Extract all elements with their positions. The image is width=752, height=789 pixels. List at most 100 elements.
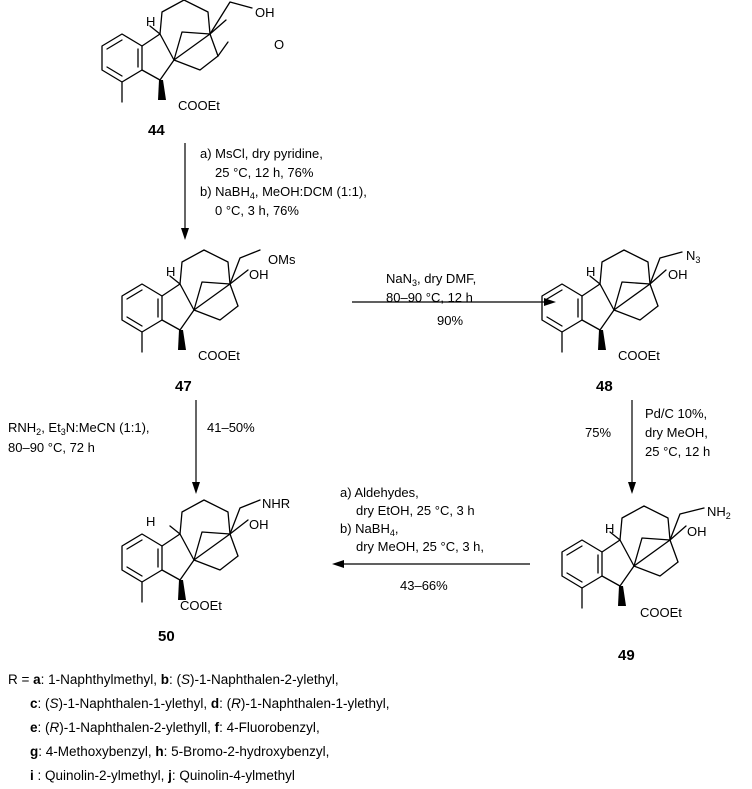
legend-sep: : <box>33 768 46 783</box>
atom-nhr-50: NHR <box>262 496 290 511</box>
cond-47-50-yield: 41–50% <box>207 420 255 435</box>
atom-cooet-44: COOEt <box>178 98 220 113</box>
cond-44-47-line1: a) MsCl, dry pyridine, <box>200 146 323 161</box>
legend-prefix: R = <box>8 672 34 687</box>
atom-h-50: H <box>146 514 155 529</box>
legend-line-4: g: 4-Methoxybenzyl, h: 5-Bromo-2-hydroxy… <box>30 744 329 759</box>
legend-stereo: S <box>181 672 191 687</box>
legend-key: i <box>30 768 34 783</box>
legend-pre: ( <box>45 720 50 735</box>
legend-key: f <box>214 720 220 735</box>
cond-48-49-line1: Pd/C 10%, <box>645 406 707 421</box>
atom-h-48: H <box>586 264 595 279</box>
legend-name: 4-Fluorobenzyl <box>226 720 316 735</box>
cond-47-50-line1: RNH2, Et3N:MeCN (1:1), <box>8 420 150 437</box>
cond-49-50-line3: b) NaBH4, <box>340 521 399 538</box>
legend-name: 1-Naphthylmethyl <box>48 672 154 687</box>
cond-49-50-line2: dry EtOH, 25 °C, 3 h <box>356 503 475 518</box>
arrow-44-47 <box>181 143 189 240</box>
cond-44-47-line2: 25 °C, 12 h, 76% <box>215 165 314 180</box>
compound-49 <box>561 505 705 609</box>
atom-h-49: H <box>605 521 614 536</box>
legend-end: , <box>325 744 330 759</box>
legend-stereo: S <box>49 696 59 711</box>
compound-50 <box>121 499 261 603</box>
atom-oh-50: OH <box>249 517 269 532</box>
legend-sep: : <box>219 696 227 711</box>
cond-48-49-yield: 75% <box>585 425 611 440</box>
atom-oh-49: OH <box>687 524 707 539</box>
legend-name: 4-Methoxybenzyl <box>45 744 148 759</box>
legend-stereo: R <box>49 720 60 735</box>
cond-48-49-line2: dry MeOH, <box>645 425 708 440</box>
legend-end: , <box>334 672 339 687</box>
arrow-48-49 <box>628 400 636 494</box>
legend-key: g <box>30 744 39 759</box>
reaction-scheme: H OH O COOEt 44 a) MsCl, dry pyridine, 2… <box>8 0 731 662</box>
legend-name: )-1-Naphthalen-2-ylethyl <box>190 672 335 687</box>
legend-sep: : <box>37 720 46 735</box>
legend-key: d <box>210 696 220 711</box>
legend-sep: : <box>37 696 46 711</box>
atom-cooet-47: COOEt <box>198 348 240 363</box>
cond-47-48-line1: NaN3, dry DMF, <box>386 271 476 288</box>
legend-end: , <box>203 696 211 711</box>
atom-cooet-48: COOEt <box>618 348 660 363</box>
cond-47-48-line2: 80–90 °C, 12 h <box>386 290 473 305</box>
label-49: 49 <box>618 647 635 662</box>
legend-line-1: R = a: 1-Naphthylmethyl, b: (S)-1-Naphth… <box>8 672 339 687</box>
label-50: 50 <box>158 628 175 645</box>
legend-key: a <box>33 672 41 687</box>
legend-end: , <box>147 744 156 759</box>
atom-o-44: O <box>274 37 284 52</box>
legend-key: b <box>160 672 169 687</box>
legend-end: , <box>315 720 320 735</box>
legend-key: e <box>30 720 38 735</box>
legend-line-5: i : Quinolin-2-ylmethyl, j: Quinolin-4-y… <box>30 768 295 783</box>
legend-name: Quinolin-2-ylmethyl <box>45 768 161 783</box>
legend-key: j <box>168 768 172 783</box>
cond-48-49-line3: 25 °C, 12 h <box>645 444 710 459</box>
legend-end: , <box>385 696 390 711</box>
label-47: 47 <box>175 378 192 395</box>
legend-line-2: c: (S)-1-Naphthalen-1-ylethyl, d: (R)-1-… <box>30 696 390 711</box>
atom-n3-48: N3 <box>686 248 700 265</box>
atom-h-47: H <box>166 264 175 279</box>
legend-sep: : <box>40 672 49 687</box>
compound-48 <box>541 249 683 353</box>
atom-cooet-50: COOEt <box>180 598 222 613</box>
atom-h-44: H <box>146 14 155 29</box>
atom-oh-47: OH <box>249 267 269 282</box>
legend-sep: : <box>171 768 180 783</box>
legend-end: , <box>153 672 161 687</box>
cond-49-50-line1: a) Aldehydes, <box>340 485 419 500</box>
legend-name: )-1-Naphthalen-1-ylethyl <box>240 696 386 711</box>
arrow-47-48 <box>352 298 556 306</box>
atom-oms-47: OMs <box>268 252 296 267</box>
compound-44 <box>101 0 253 103</box>
atom-nh2-49: NH2 <box>707 504 731 521</box>
arrow-49-50 <box>332 560 530 568</box>
atom-cooet-49: COOEt <box>640 605 682 620</box>
label-44: 44 <box>148 122 165 139</box>
legend-sep: : <box>38 744 46 759</box>
cond-44-47-line3: b) NaBH4, MeOH:DCM (1:1), <box>200 184 367 201</box>
legend-name: )-1-Naphthalen-1-ylethyl <box>58 696 204 711</box>
legend-name: )-1-Naphthalen-2-ylethyll <box>59 720 208 735</box>
legend-name: 5-Bromo-2-hydroxybenzyl <box>171 744 326 759</box>
legend-stereo: R <box>231 696 241 711</box>
cond-49-50-line4: dry MeOH, 25 °C, 3 h, <box>356 539 484 554</box>
cond-47-48-yield: 90% <box>437 313 463 328</box>
cond-44-47-line4: 0 °C, 3 h, 76% <box>215 203 299 218</box>
legend-pre: ( <box>45 696 50 711</box>
legend-line-3: e: (R)-1-Naphthalen-2-ylethyll, f: 4-Flu… <box>30 720 320 735</box>
legend-sep: : <box>219 720 227 735</box>
legend-end: , <box>160 768 169 783</box>
atom-oh-44: OH <box>255 5 275 20</box>
legend-pre: ( <box>226 696 232 711</box>
legend-sep: : <box>163 744 172 759</box>
legend-pre: ( <box>176 672 182 687</box>
compound-47 <box>121 249 261 353</box>
label-48: 48 <box>596 378 613 395</box>
legend-name: Quinolin-4-ylmethyl <box>179 768 295 783</box>
